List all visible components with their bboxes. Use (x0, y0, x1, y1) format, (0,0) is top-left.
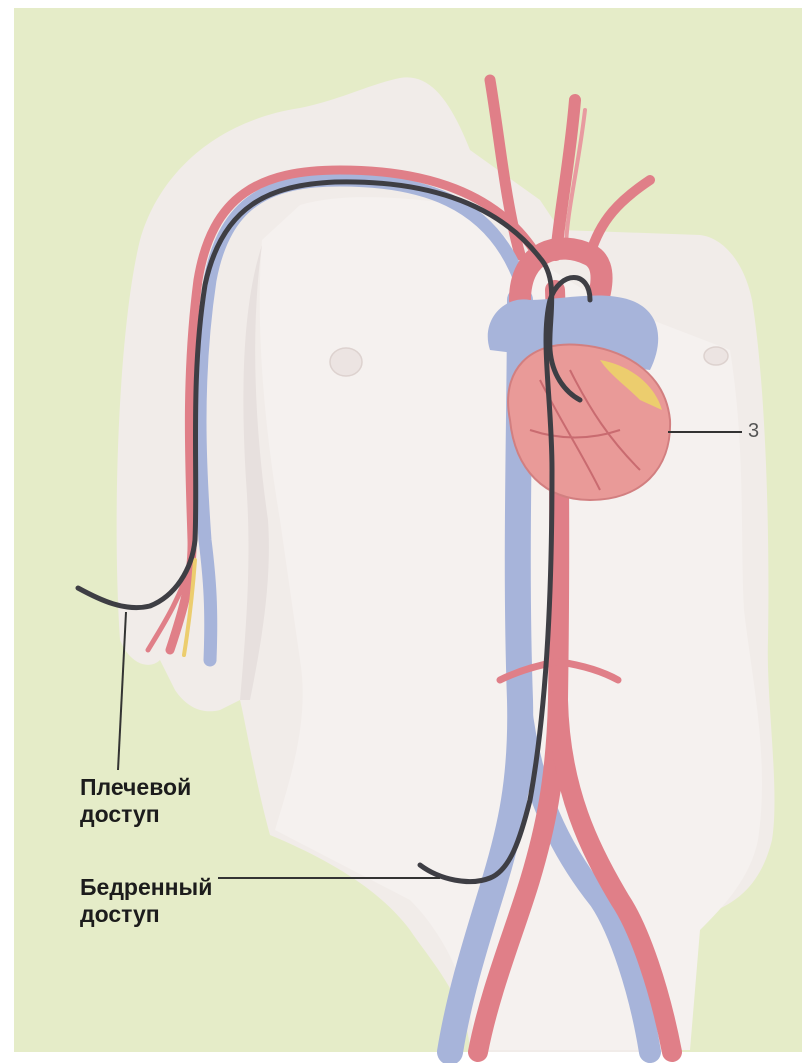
femoral-access-label-line1: Бедренный (80, 874, 212, 901)
brachial-access-label: Плечевой доступ (80, 774, 191, 828)
marker-number: 3 (748, 420, 759, 443)
femoral-access-label-line2: доступ (80, 901, 212, 928)
nipple-left (330, 348, 362, 376)
brachial-access-label-line2: доступ (80, 801, 191, 828)
brachial-access-label-line1: Плечевой (80, 774, 191, 801)
femoral-access-label: Бедренный доступ (80, 874, 212, 928)
nipple-right (704, 347, 728, 365)
